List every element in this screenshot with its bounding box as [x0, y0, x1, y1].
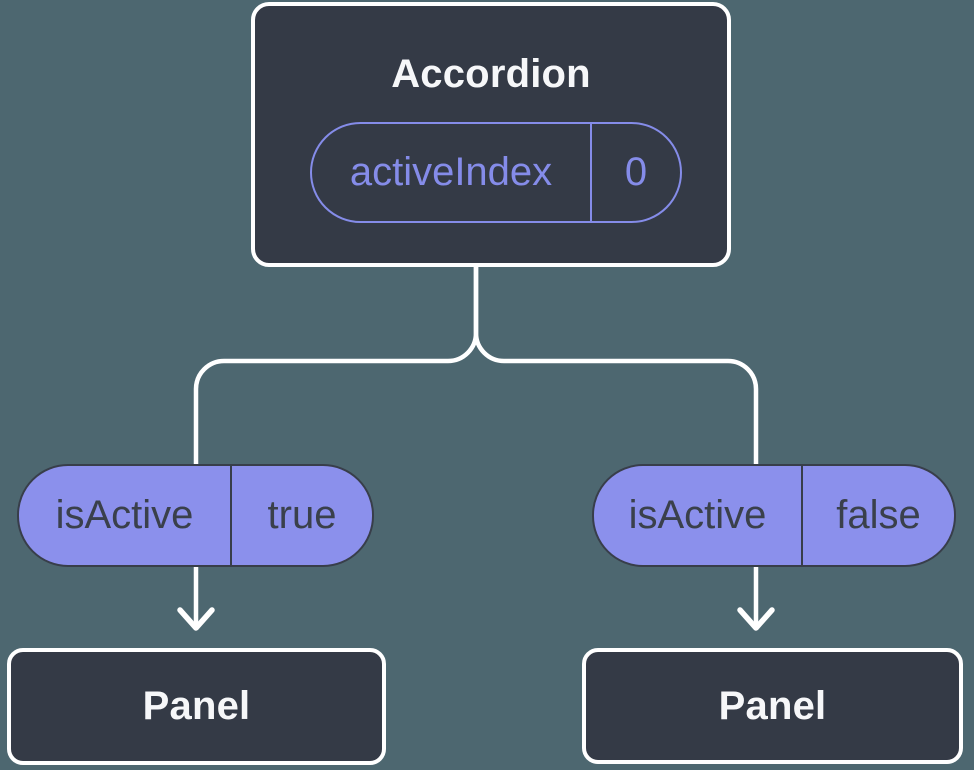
state-value-label: 0 [624, 150, 648, 194]
accordion-node-title: Accordion [391, 52, 591, 96]
prop-value-label-right: false [836, 493, 921, 537]
panel-node-title-right: Panel [718, 683, 827, 728]
isactive-prop-pill-right: isActive false [592, 464, 956, 567]
isactive-prop-pill-left: isActive true [17, 464, 374, 567]
panel-node-title-left: Panel [142, 684, 251, 728]
right-arrowhead-icon [737, 607, 775, 631]
left-arrowhead-icon [177, 607, 215, 631]
prop-value-label-left: true [267, 493, 337, 537]
panel-node-right: Panel [582, 648, 963, 764]
prop-name-label-left: isActive [19, 466, 232, 565]
prop-name-label-right: isActive [594, 466, 803, 565]
state-name-label: activeIndex [312, 124, 592, 221]
activeindex-state-pill: activeIndex 0 [310, 122, 682, 223]
right-connector-path [473, 263, 759, 627]
accordion-node: Accordion activeIndex 0 [251, 2, 731, 267]
left-connector-path [193, 263, 479, 627]
panel-node-left: Panel [7, 648, 386, 765]
